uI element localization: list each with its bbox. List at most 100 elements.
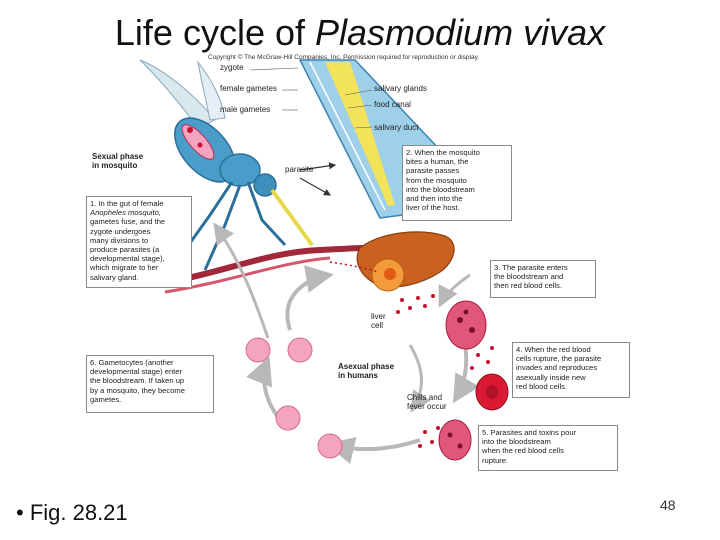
- step5-line: 5. Parasites and toxins pour: [482, 428, 577, 437]
- slide-title: Life cycle of Plasmodium vivax: [0, 12, 720, 54]
- step-box-1: 1. In the gut of female Anopheles mosqui…: [86, 196, 192, 288]
- cycle-arrow: [285, 265, 334, 331]
- leader-line: [344, 89, 373, 96]
- mosquito-leg: [246, 181, 287, 247]
- step5-line: into the bloodstream: [482, 437, 551, 447]
- title-main: Life cycle of: [114, 12, 315, 53]
- step1-line: produce parasites (a: [90, 245, 160, 255]
- return-arrow: [213, 222, 270, 339]
- food-canal-line: [309, 61, 386, 211]
- sexual-phase-line-2: in mosquito: [92, 161, 138, 170]
- step6-line: 6. Gametocytes (another: [90, 358, 174, 367]
- infected-red-cell: [445, 300, 487, 350]
- gametocyte-cell: [317, 433, 343, 459]
- mosquito-wing-2: [197, 60, 226, 121]
- chills-line-1: Chills and: [407, 393, 443, 402]
- step2-line: into the bloodstream: [406, 184, 475, 194]
- step6-line: developmental stage) enter: [90, 367, 183, 377]
- step5-line: when the red blood cells: [482, 446, 564, 456]
- label-parasite: parasite: [285, 165, 314, 174]
- liver-organ: [356, 231, 455, 288]
- page-number: 48: [660, 497, 676, 513]
- step2-line: parasite passes: [406, 166, 460, 176]
- step4-line: cells rupture, the parasite: [516, 354, 602, 364]
- step4-line: 4. When the red blood: [516, 345, 591, 354]
- red-blood-cell-center: [486, 385, 498, 399]
- step1-line: developmental stage),: [90, 254, 165, 264]
- step1-line: salivary gland.: [90, 272, 139, 282]
- step1-line: gametes fuse, and the: [90, 217, 166, 227]
- step2-line: from the mosquito: [406, 175, 467, 185]
- step2-line: liver of the host.: [406, 203, 460, 213]
- cycle-arrow: [438, 273, 471, 308]
- asexual-phase-line-2: in humans: [338, 371, 379, 380]
- label-food-canal: food canal: [374, 100, 411, 109]
- toxins: [418, 426, 440, 448]
- cycle-arrow: [408, 344, 431, 413]
- copyright-notice: Copyright © The McGraw-Hill Companies, I…: [208, 54, 480, 61]
- label-salivary-duct: salivary duct: [374, 123, 419, 132]
- mosquito-gut: [181, 124, 215, 160]
- mosquito-leg: [183, 181, 234, 251]
- step1-line: 1. In the gut of female: [90, 199, 164, 208]
- step-box-6: 6. Gametocytes (another developmental st…: [86, 355, 214, 413]
- released-parasites: [396, 294, 435, 314]
- gamete-marker: [197, 142, 203, 148]
- zygote-marker: [187, 127, 193, 133]
- step6-line: the bloodstream. If taken up: [90, 376, 185, 386]
- salivary-duct-yellow: [325, 62, 395, 206]
- step5-line: rupture.: [482, 455, 509, 465]
- step1-line: Anopheles mosquito,: [90, 208, 161, 218]
- step1-line: zygote undergoes: [90, 226, 151, 236]
- step3-line: 3. The parasite enters: [494, 263, 568, 272]
- title-species: Plasmodium vivax: [315, 12, 606, 53]
- step2-line: bites a human, the: [406, 157, 469, 167]
- label-chills: Chills and fever occur: [407, 393, 447, 411]
- rupturing-cell: [470, 346, 494, 370]
- step4-line: invades and reproduces: [516, 363, 598, 373]
- label-asexual-phase: Asexual phase in humans: [338, 362, 394, 380]
- step3-line: the bloodstream and: [494, 272, 564, 282]
- step4-line: asexually inside new: [516, 372, 586, 382]
- step2-line: and then into the: [406, 194, 463, 204]
- chills-line-2: fever occur: [407, 402, 447, 411]
- leader-line: [249, 67, 299, 71]
- step1-line: which migrate to her: [90, 263, 159, 273]
- parasite-arrow: [299, 162, 337, 171]
- leader-line: [347, 104, 373, 109]
- liver-cell-line-1: liver: [371, 312, 386, 321]
- label-female-gametes: female gametes: [220, 84, 277, 93]
- dotted-path: [329, 261, 379, 273]
- step6-line: by a mosquito, they become: [90, 385, 185, 395]
- mosquito-wing: [139, 59, 216, 129]
- mosquito-proboscis: [270, 188, 314, 247]
- label-sexual-phase: Sexual phase in mosquito: [92, 152, 143, 170]
- asexual-phase-line-1: Asexual phase: [338, 362, 395, 371]
- gametocyte-cell: [245, 337, 271, 363]
- step-box-3: 3. The parasite enters the bloodstream a…: [490, 260, 596, 298]
- step1-line: many divisions to: [90, 235, 149, 245]
- leader-line: [354, 126, 373, 129]
- step2-line: 2. When the mosquito: [406, 148, 480, 157]
- infected-red-cell-bottom: [438, 419, 472, 461]
- liver-cell-line-2: cell: [371, 321, 384, 330]
- figure-reference-bullet: • Fig. 28.21: [16, 500, 128, 525]
- step6-line: gametes.: [90, 394, 122, 404]
- gametocyte-cell: [275, 405, 301, 431]
- step3-line: then red blood cells.: [494, 281, 562, 291]
- cycle-arrow: [326, 436, 421, 465]
- mosquito-head: [253, 173, 277, 197]
- step-box-4: 4. When the red blood cells rupture, the…: [512, 342, 630, 398]
- label-liver-cell: liver cell: [371, 312, 386, 330]
- cycle-arrow: [246, 356, 282, 422]
- liver-cell-nucleus: [384, 268, 396, 280]
- label-salivary-glands: salivary glands: [374, 84, 427, 93]
- gametocyte-cell: [287, 337, 313, 363]
- step4-line: red blood cells.: [516, 381, 568, 391]
- step-box-2: 2. When the mosquito bites a human, the …: [402, 145, 512, 221]
- parasite-arrow: [299, 177, 332, 196]
- sexual-phase-line-1: Sexual phase: [92, 152, 144, 161]
- label-male-gametes: male gametes: [220, 105, 271, 114]
- step-box-5: 5. Parasites and toxins pour into the bl…: [478, 425, 618, 471]
